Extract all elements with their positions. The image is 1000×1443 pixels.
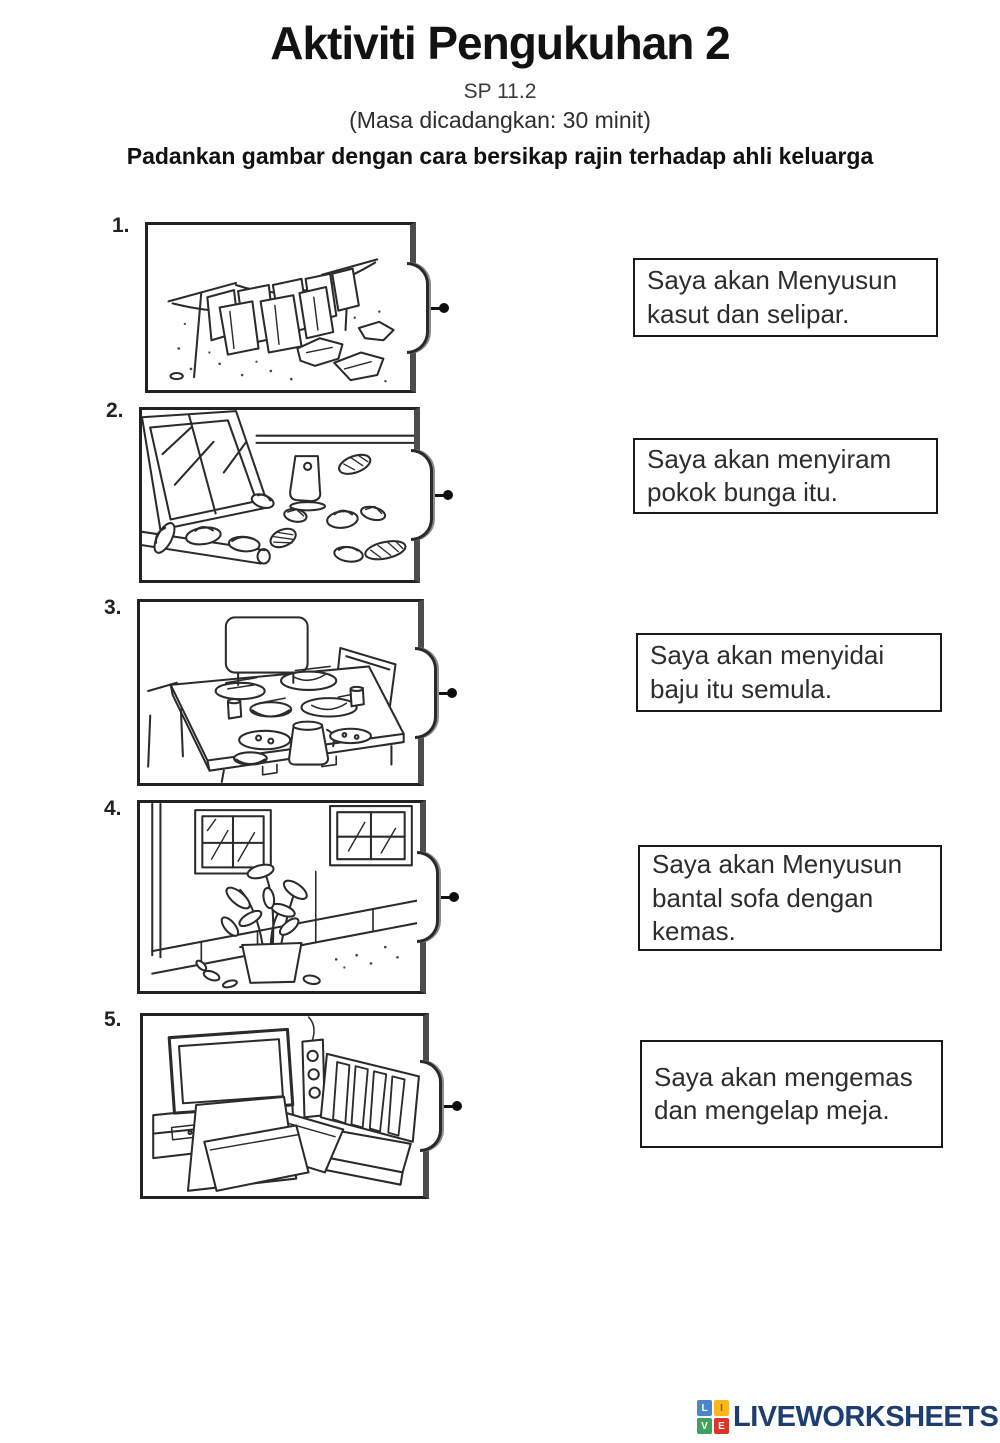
answer-box-1[interactable]: Saya akan Menyusun kasut dan selipar. xyxy=(633,258,938,337)
instruction-text: Padankan gambar dengan cara bersikap raj… xyxy=(126,143,874,169)
item-number-4: 4. xyxy=(104,797,122,820)
join-stem-3 xyxy=(439,691,449,695)
liveworksheets-logo-icon: L I V E xyxy=(697,1400,729,1434)
item-number-1: 1. xyxy=(112,214,130,237)
join-stem-4 xyxy=(441,896,451,899)
scattered-shoes-drawing xyxy=(142,410,414,565)
join-stem-1 xyxy=(431,306,441,310)
answer-text-5: Saya akan mengemas dan mengelap meja. xyxy=(654,1061,913,1125)
join-bump-5 xyxy=(420,1060,442,1152)
item-picture-1 xyxy=(145,222,449,393)
join-bump-4 xyxy=(417,851,439,943)
join-bump-2 xyxy=(411,449,433,541)
liveworksheets-logo[interactable]: L I V E LIVEWORKSHEETS xyxy=(697,1400,999,1434)
logo-square-e: E xyxy=(714,1418,729,1434)
living-room-drawing xyxy=(152,1016,420,1192)
answer-text-1: Saya akan Menyusun kasut dan selipar. xyxy=(647,265,898,329)
page-subtitle: SP 11.2 xyxy=(463,80,537,103)
item-picture-5 xyxy=(140,1013,462,1199)
page-title: Aktiviti Pengukuhan 2 xyxy=(270,17,731,69)
answer-box-5[interactable]: Saya akan mengemas dan mengelap meja. xyxy=(640,1040,943,1148)
item-picture-2 xyxy=(139,407,453,583)
item-picture-4 xyxy=(137,800,459,994)
join-bump-3 xyxy=(415,646,437,739)
item-number-5: 5. xyxy=(104,1008,122,1031)
answer-box-3[interactable]: Saya akan menyidai baju itu semula. xyxy=(636,633,942,712)
wilting-plant-drawing xyxy=(151,803,420,989)
match-dot-1[interactable] xyxy=(439,302,449,313)
clothesline-drawing xyxy=(167,258,395,383)
match-dot-5[interactable] xyxy=(452,1101,462,1111)
match-dot-4[interactable] xyxy=(449,892,459,902)
messy-table-drawing xyxy=(147,616,405,783)
item-number-2: 2. xyxy=(106,399,124,422)
answer-text-3: Saya akan menyidai baju itu semula. xyxy=(650,640,885,704)
liveworksheets-logo-text: LIVEWORKSHEETS xyxy=(733,1400,999,1433)
answer-box-4[interactable]: Saya akan Menyusun bantal sofa dengan ke… xyxy=(638,845,942,951)
item-picture-3 xyxy=(137,599,457,786)
time-note: (Masa dicadangkan: 30 minit) xyxy=(349,107,651,133)
logo-square-v: V xyxy=(697,1418,712,1434)
answer-text-2: Saya akan menyiram pokok bunga itu. xyxy=(647,443,892,507)
join-stem-5 xyxy=(444,1105,454,1108)
join-bump-1 xyxy=(407,261,429,354)
logo-square-i: I xyxy=(714,1400,729,1416)
match-dot-2[interactable] xyxy=(443,490,453,500)
answer-text-4: Saya akan Menyusun bantal sofa dengan ke… xyxy=(652,849,903,946)
join-stem-2 xyxy=(435,494,445,497)
item-number-3: 3. xyxy=(104,596,122,619)
logo-square-l: L xyxy=(697,1400,712,1416)
answer-box-2[interactable]: Saya akan menyiram pokok bunga itu. xyxy=(633,438,938,514)
match-dot-3[interactable] xyxy=(447,687,457,698)
